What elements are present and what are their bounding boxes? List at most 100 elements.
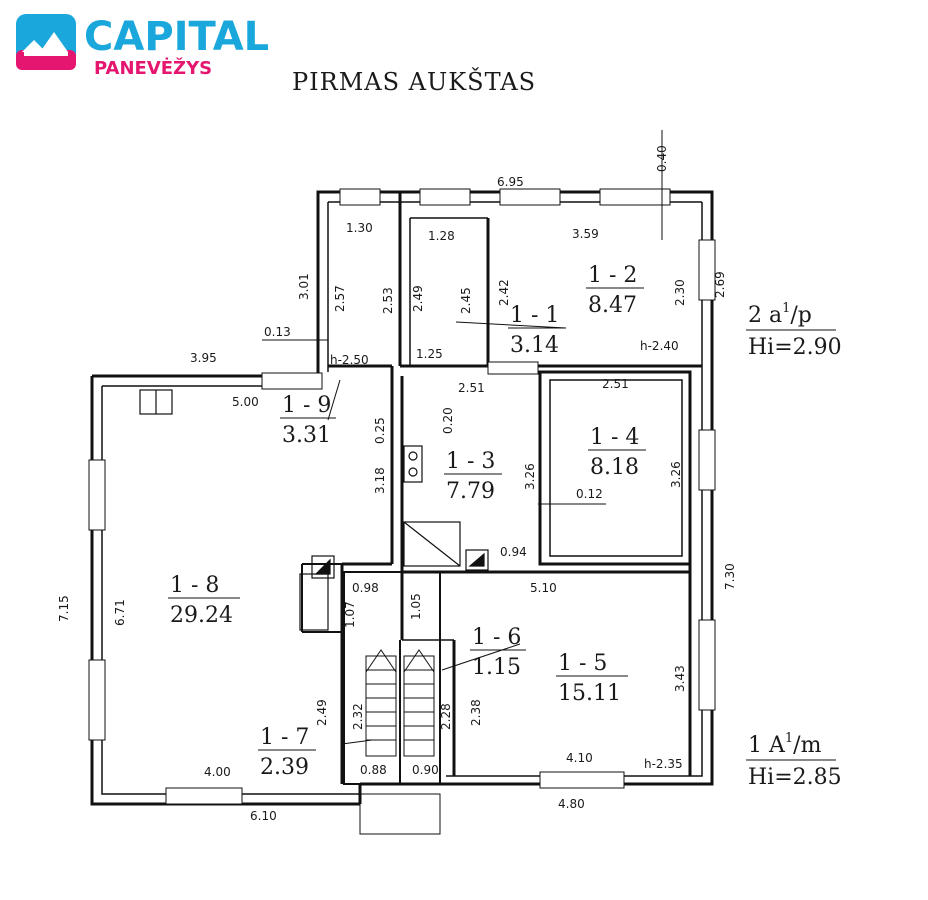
svg-text:3.01: 3.01 xyxy=(297,273,311,300)
svg-text:2.42: 2.42 xyxy=(497,279,511,306)
svg-text:0.40: 0.40 xyxy=(655,145,669,172)
svg-text:1.05: 1.05 xyxy=(409,593,423,620)
svg-text:8.18: 8.18 xyxy=(590,455,639,480)
svg-text:1.25: 1.25 xyxy=(416,347,443,361)
svg-text:2.32: 2.32 xyxy=(351,703,365,730)
sink-icon xyxy=(403,445,423,483)
windows xyxy=(88,188,716,805)
svg-text:4.80: 4.80 xyxy=(558,797,585,811)
room-labels: 1 - 1 3.14 1 - 2 8.47 1 - 3 7.79 1 - 4 8… xyxy=(168,263,646,780)
svg-text:3.18: 3.18 xyxy=(373,467,387,494)
svg-text:Hi=2.85: Hi=2.85 xyxy=(748,765,842,790)
svg-text:2.49: 2.49 xyxy=(411,285,425,312)
svg-text:3.14: 3.14 xyxy=(510,333,559,358)
boiler-icon xyxy=(311,555,335,579)
svg-text:1 A1/m: 1 A1/m xyxy=(748,731,822,758)
svg-text:0.98: 0.98 xyxy=(352,581,379,595)
svg-text:3.59: 3.59 xyxy=(572,227,599,241)
svg-text:2.69: 2.69 xyxy=(713,271,727,298)
svg-text:4.10: 4.10 xyxy=(566,751,593,765)
room-1-5: 1 - 5 15.11 xyxy=(556,651,628,706)
staircase xyxy=(359,649,441,835)
room-1-2: 1 - 2 8.47 xyxy=(586,263,644,318)
svg-text:1.07: 1.07 xyxy=(343,601,357,628)
svg-text:Hi=2.90: Hi=2.90 xyxy=(748,335,842,360)
interior-walls xyxy=(301,192,702,785)
fixtures xyxy=(139,389,489,631)
svg-text:3.26: 3.26 xyxy=(669,461,683,488)
svg-text:4.00: 4.00 xyxy=(204,765,231,779)
room-1-4: 1 - 4 8.18 xyxy=(588,425,646,480)
legend-lower: 1 A1/m Hi=2.85 xyxy=(746,731,842,790)
svg-text:3.26: 3.26 xyxy=(523,463,537,490)
svg-text:2.51: 2.51 xyxy=(458,381,485,395)
svg-text:29.24: 29.24 xyxy=(170,603,233,628)
legend-upper: 2 a1/p Hi=2.90 xyxy=(746,301,842,360)
floor-title: PIRMAS AUKŠTAS xyxy=(292,67,536,96)
svg-text:1 - 1: 1 - 1 xyxy=(510,303,559,328)
svg-text:1 - 6: 1 - 6 xyxy=(472,625,521,650)
svg-text:2.49: 2.49 xyxy=(315,699,329,726)
svg-text:2.51: 2.51 xyxy=(602,377,629,391)
svg-text:h-2.50: h-2.50 xyxy=(330,353,369,367)
svg-text:5.10: 5.10 xyxy=(530,581,557,595)
svg-text:1.28: 1.28 xyxy=(428,229,455,243)
svg-text:1 - 3: 1 - 3 xyxy=(446,449,495,474)
svg-text:1 - 4: 1 - 4 xyxy=(590,425,639,450)
svg-text:2.53: 2.53 xyxy=(381,287,395,314)
height-notes: h-2.40 h-2.50 h-2.35 xyxy=(330,339,683,771)
svg-text:0.20: 0.20 xyxy=(441,407,455,434)
svg-text:2.38: 2.38 xyxy=(469,699,483,726)
svg-text:1 - 8: 1 - 8 xyxy=(170,573,219,598)
logo-house-icon xyxy=(16,14,76,70)
counter-icon xyxy=(299,573,329,631)
room-1-6: 1 - 6 1.15 xyxy=(470,625,526,680)
svg-text:15.11: 15.11 xyxy=(558,681,621,706)
svg-text:6.95: 6.95 xyxy=(497,175,524,189)
svg-text:0.90: 0.90 xyxy=(412,763,439,777)
svg-text:8.47: 8.47 xyxy=(588,293,637,318)
room-1-7: 1 - 7 2.39 xyxy=(258,725,316,780)
svg-text:2 a1/p: 2 a1/p xyxy=(748,301,812,328)
svg-text:6.10: 6.10 xyxy=(250,809,277,823)
svg-text:0.13: 0.13 xyxy=(264,325,291,339)
svg-text:h-2.40: h-2.40 xyxy=(640,339,679,353)
svg-text:1.15: 1.15 xyxy=(472,655,521,680)
svg-text:1 - 2: 1 - 2 xyxy=(588,263,637,288)
heater-icon xyxy=(465,549,489,571)
logo-city: PANEVĖŽYS xyxy=(94,57,212,79)
svg-text:2.45: 2.45 xyxy=(459,287,473,314)
svg-text:7.15: 7.15 xyxy=(57,595,71,622)
svg-text:2.57: 2.57 xyxy=(333,285,347,312)
svg-text:6.71: 6.71 xyxy=(113,599,127,626)
svg-text:2.39: 2.39 xyxy=(260,755,309,780)
svg-text:7.79: 7.79 xyxy=(446,479,495,504)
room-1-3: 1 - 3 7.79 xyxy=(444,449,502,504)
capital-logo: CAPITAL PANEVĖŽYS xyxy=(16,14,269,79)
dimension-lines xyxy=(262,130,663,745)
svg-text:2.30: 2.30 xyxy=(673,279,687,306)
svg-text:0.25: 0.25 xyxy=(373,417,387,444)
svg-text:1 - 5: 1 - 5 xyxy=(558,651,607,676)
svg-text:1 - 7: 1 - 7 xyxy=(260,725,309,750)
svg-text:7.30: 7.30 xyxy=(723,563,737,590)
svg-text:5.00: 5.00 xyxy=(232,395,259,409)
svg-text:3.43: 3.43 xyxy=(673,665,687,692)
room-1-1: 1 - 1 3.14 xyxy=(508,303,566,358)
svg-text:0.12: 0.12 xyxy=(576,487,603,501)
svg-text:0.88: 0.88 xyxy=(360,763,387,777)
svg-text:3.95: 3.95 xyxy=(190,351,217,365)
svg-text:h-2.35: h-2.35 xyxy=(644,757,683,771)
room-1-9: 1 - 9 3.31 xyxy=(280,393,336,448)
svg-text:0.94: 0.94 xyxy=(500,545,527,559)
svg-text:1 - 9: 1 - 9 xyxy=(282,393,331,418)
stove-icon xyxy=(403,521,461,567)
room-1-8: 1 - 8 29.24 xyxy=(168,573,240,628)
logo-brand: CAPITAL xyxy=(84,14,269,60)
svg-text:2.28: 2.28 xyxy=(439,703,453,730)
dimension-texts: 6.95 1.30 1.28 3.59 0.13 3.95 1.25 2.51 … xyxy=(57,145,737,823)
svg-text:3.31: 3.31 xyxy=(282,423,331,448)
svg-text:1.30: 1.30 xyxy=(346,221,373,235)
